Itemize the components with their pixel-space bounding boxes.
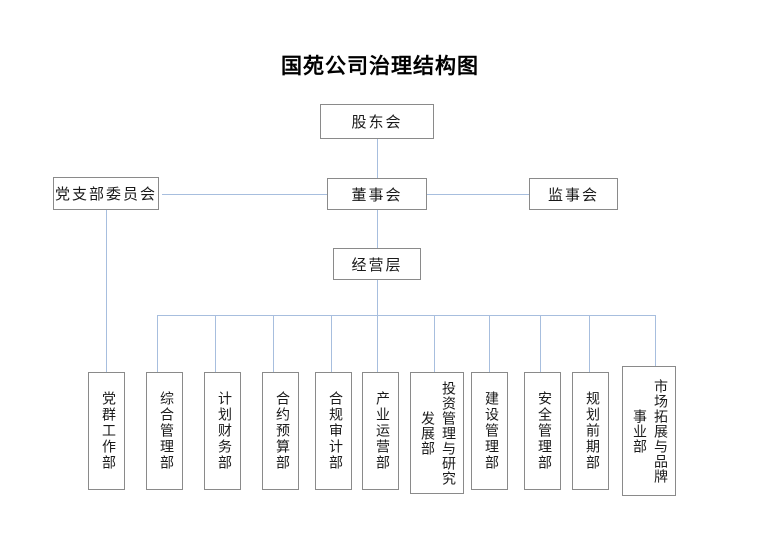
node-department-construction-management[interactable]: 建设管理部 (471, 372, 508, 490)
connector-party-to-party-work-dept (106, 209, 107, 372)
node-management-level[interactable]: 经营层 (333, 248, 421, 280)
node-label: 监事会 (547, 187, 599, 204)
connector-drop-1 (157, 315, 158, 372)
node-shareholders-meeting[interactable]: 股东会 (320, 104, 434, 139)
connector-management-to-bus (377, 279, 378, 316)
connector-department-bus (157, 315, 655, 316)
node-department-planning-finance[interactable]: 计划财务部 (204, 372, 241, 490)
connector-party-to-board (162, 194, 327, 195)
node-label: 安全管理部 (535, 391, 551, 471)
connector-drop-8 (540, 315, 541, 372)
node-department-safety-management[interactable]: 安全管理部 (524, 372, 561, 490)
node-department-planning-preliminary[interactable]: 规划前期部 (572, 372, 609, 490)
node-department-contract-budget[interactable]: 合约预算部 (262, 372, 299, 490)
connector-board-to-management (377, 209, 378, 248)
connector-drop-10 (655, 315, 656, 372)
connector-drop-2 (215, 315, 216, 372)
connector-drop-4 (331, 315, 332, 372)
node-label: 党群工作部 (99, 391, 115, 471)
node-label: 股东会 (351, 115, 403, 131)
node-party-branch-committee[interactable]: 党支部委员会 (53, 177, 159, 210)
node-label: 合规审计部 (326, 391, 342, 471)
node-label: 建设管理部 (482, 391, 498, 471)
node-label: 规划前期部 (583, 391, 599, 471)
connector-drop-9 (589, 315, 590, 372)
node-department-investment-research-development[interactable]: 投资管理与研究发展部 (410, 372, 464, 494)
node-label: 党支部委员会 (54, 187, 157, 203)
node-label: 计划财务部 (215, 391, 231, 471)
node-department-general-management[interactable]: 综合管理部 (146, 372, 183, 490)
connector-drop-3 (273, 315, 274, 372)
node-department-compliance-audit[interactable]: 合规审计部 (315, 372, 352, 490)
connector-drop-7 (489, 315, 490, 372)
node-label: 综合管理部 (157, 391, 173, 471)
page-title: 国苑公司治理结构图 (281, 54, 479, 78)
node-label: 产业运营部 (373, 391, 389, 471)
node-label: 董事会 (351, 187, 403, 204)
node-department-market-expansion-brand[interactable]: 市场拓展与品牌事业部 (622, 366, 676, 496)
node-label: 合约预算部 (273, 391, 289, 471)
node-board-of-supervisors[interactable]: 监事会 (529, 178, 618, 210)
node-label: 经营层 (351, 257, 403, 274)
node-label: 投资管理与研究发展部 (419, 380, 455, 486)
node-label: 市场拓展与品牌事业部 (631, 378, 667, 484)
connector-shareholders-to-board (377, 139, 378, 180)
node-department-party-work[interactable]: 党群工作部 (88, 372, 125, 490)
connector-drop-6 (434, 315, 435, 372)
connector-board-to-supervisors (427, 194, 529, 195)
connector-drop-5 (377, 315, 378, 372)
node-board-of-directors[interactable]: 董事会 (327, 178, 427, 210)
node-department-industry-operation[interactable]: 产业运营部 (362, 372, 399, 490)
